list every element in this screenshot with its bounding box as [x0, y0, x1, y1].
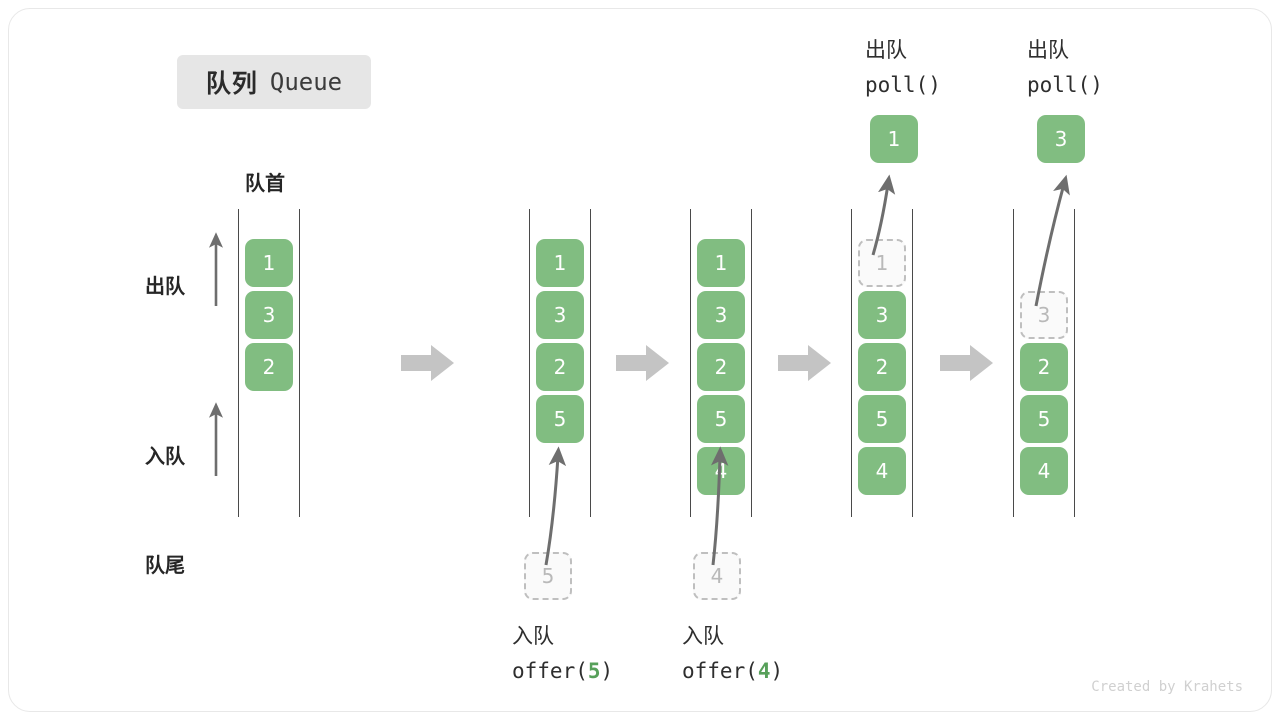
label-rear: 队尾 — [145, 553, 185, 577]
caption-offer-4-cn: 入队 — [682, 624, 724, 648]
label-front: 队首 — [245, 171, 285, 195]
rail-left — [690, 209, 691, 517]
queue-cell: 3 — [536, 291, 584, 339]
rail-right — [1074, 209, 1075, 517]
queue-cell: 5 — [858, 395, 906, 443]
queue-cell-ghost: 1 — [858, 239, 906, 287]
queue-cell: 2 — [536, 343, 584, 391]
queue-cell: 5 — [1020, 395, 1068, 443]
popped-element-poll-3: 3 — [1037, 115, 1085, 163]
title-chinese: 队列 — [205, 69, 258, 98]
queue-cell: 5 — [536, 395, 584, 443]
queue-cell: 1 — [245, 239, 293, 287]
caption-poll-1: 出队 poll() — [865, 33, 941, 103]
caption-offer-4-code: offer(4) — [682, 659, 784, 683]
credit-text: Created by Krahets — [1091, 679, 1243, 695]
caption-poll-1-cn: 出队 — [865, 38, 907, 62]
ghost-element-offer-5: 5 — [524, 552, 572, 600]
queue-cell: 2 — [1020, 343, 1068, 391]
popped-element-poll-1: 1 — [870, 115, 918, 163]
queue-cell: 1 — [536, 239, 584, 287]
ghost-element-offer-4: 4 — [693, 552, 741, 600]
caption-poll-1-code: poll() — [865, 73, 941, 97]
rail-left — [1013, 209, 1014, 517]
queue-cell: 3 — [858, 291, 906, 339]
queue-cell: 2 — [697, 343, 745, 391]
queue-cell: 5 — [697, 395, 745, 443]
caption-poll-3-cn: 出队 — [1027, 38, 1069, 62]
flow-arrow-1 — [401, 345, 454, 381]
caption-offer-5-cn: 入队 — [512, 624, 554, 648]
rail-left — [529, 209, 530, 517]
title-english: Queue — [269, 68, 343, 96]
rail-left — [238, 209, 239, 517]
queue-cell: 4 — [697, 447, 745, 495]
queue-cell: 3 — [245, 291, 293, 339]
caption-offer-5-code: offer(5) — [512, 659, 614, 683]
queue-cell-ghost: 3 — [1020, 291, 1068, 339]
caption-poll-3-code: poll() — [1027, 73, 1103, 97]
queue-cell: 2 — [858, 343, 906, 391]
caption-offer-5: 入队 offer(5) — [512, 619, 613, 689]
rail-right — [912, 209, 913, 517]
arrow-overlay — [208, 174, 1070, 566]
flow-arrow-2 — [616, 345, 669, 381]
rail-right — [299, 209, 300, 517]
caption-poll-3: 出队 poll() — [1027, 33, 1103, 103]
caption-offer-4: 入队 offer(4) — [682, 619, 783, 689]
rail-left — [851, 209, 852, 517]
queue-cell: 3 — [697, 291, 745, 339]
flow-arrow-3 — [778, 345, 831, 381]
queue-cell: 1 — [697, 239, 745, 287]
queue-cell: 4 — [858, 447, 906, 495]
label-dequeue: 出队 — [145, 274, 185, 298]
label-enqueue: 入队 — [145, 444, 185, 468]
diagram-title-badge: 队列 Queue — [177, 55, 371, 109]
queue-cell: 4 — [1020, 447, 1068, 495]
rail-right — [751, 209, 752, 517]
flow-arrow-4 — [940, 345, 993, 381]
queue-cell: 2 — [245, 343, 293, 391]
rail-right — [590, 209, 591, 517]
